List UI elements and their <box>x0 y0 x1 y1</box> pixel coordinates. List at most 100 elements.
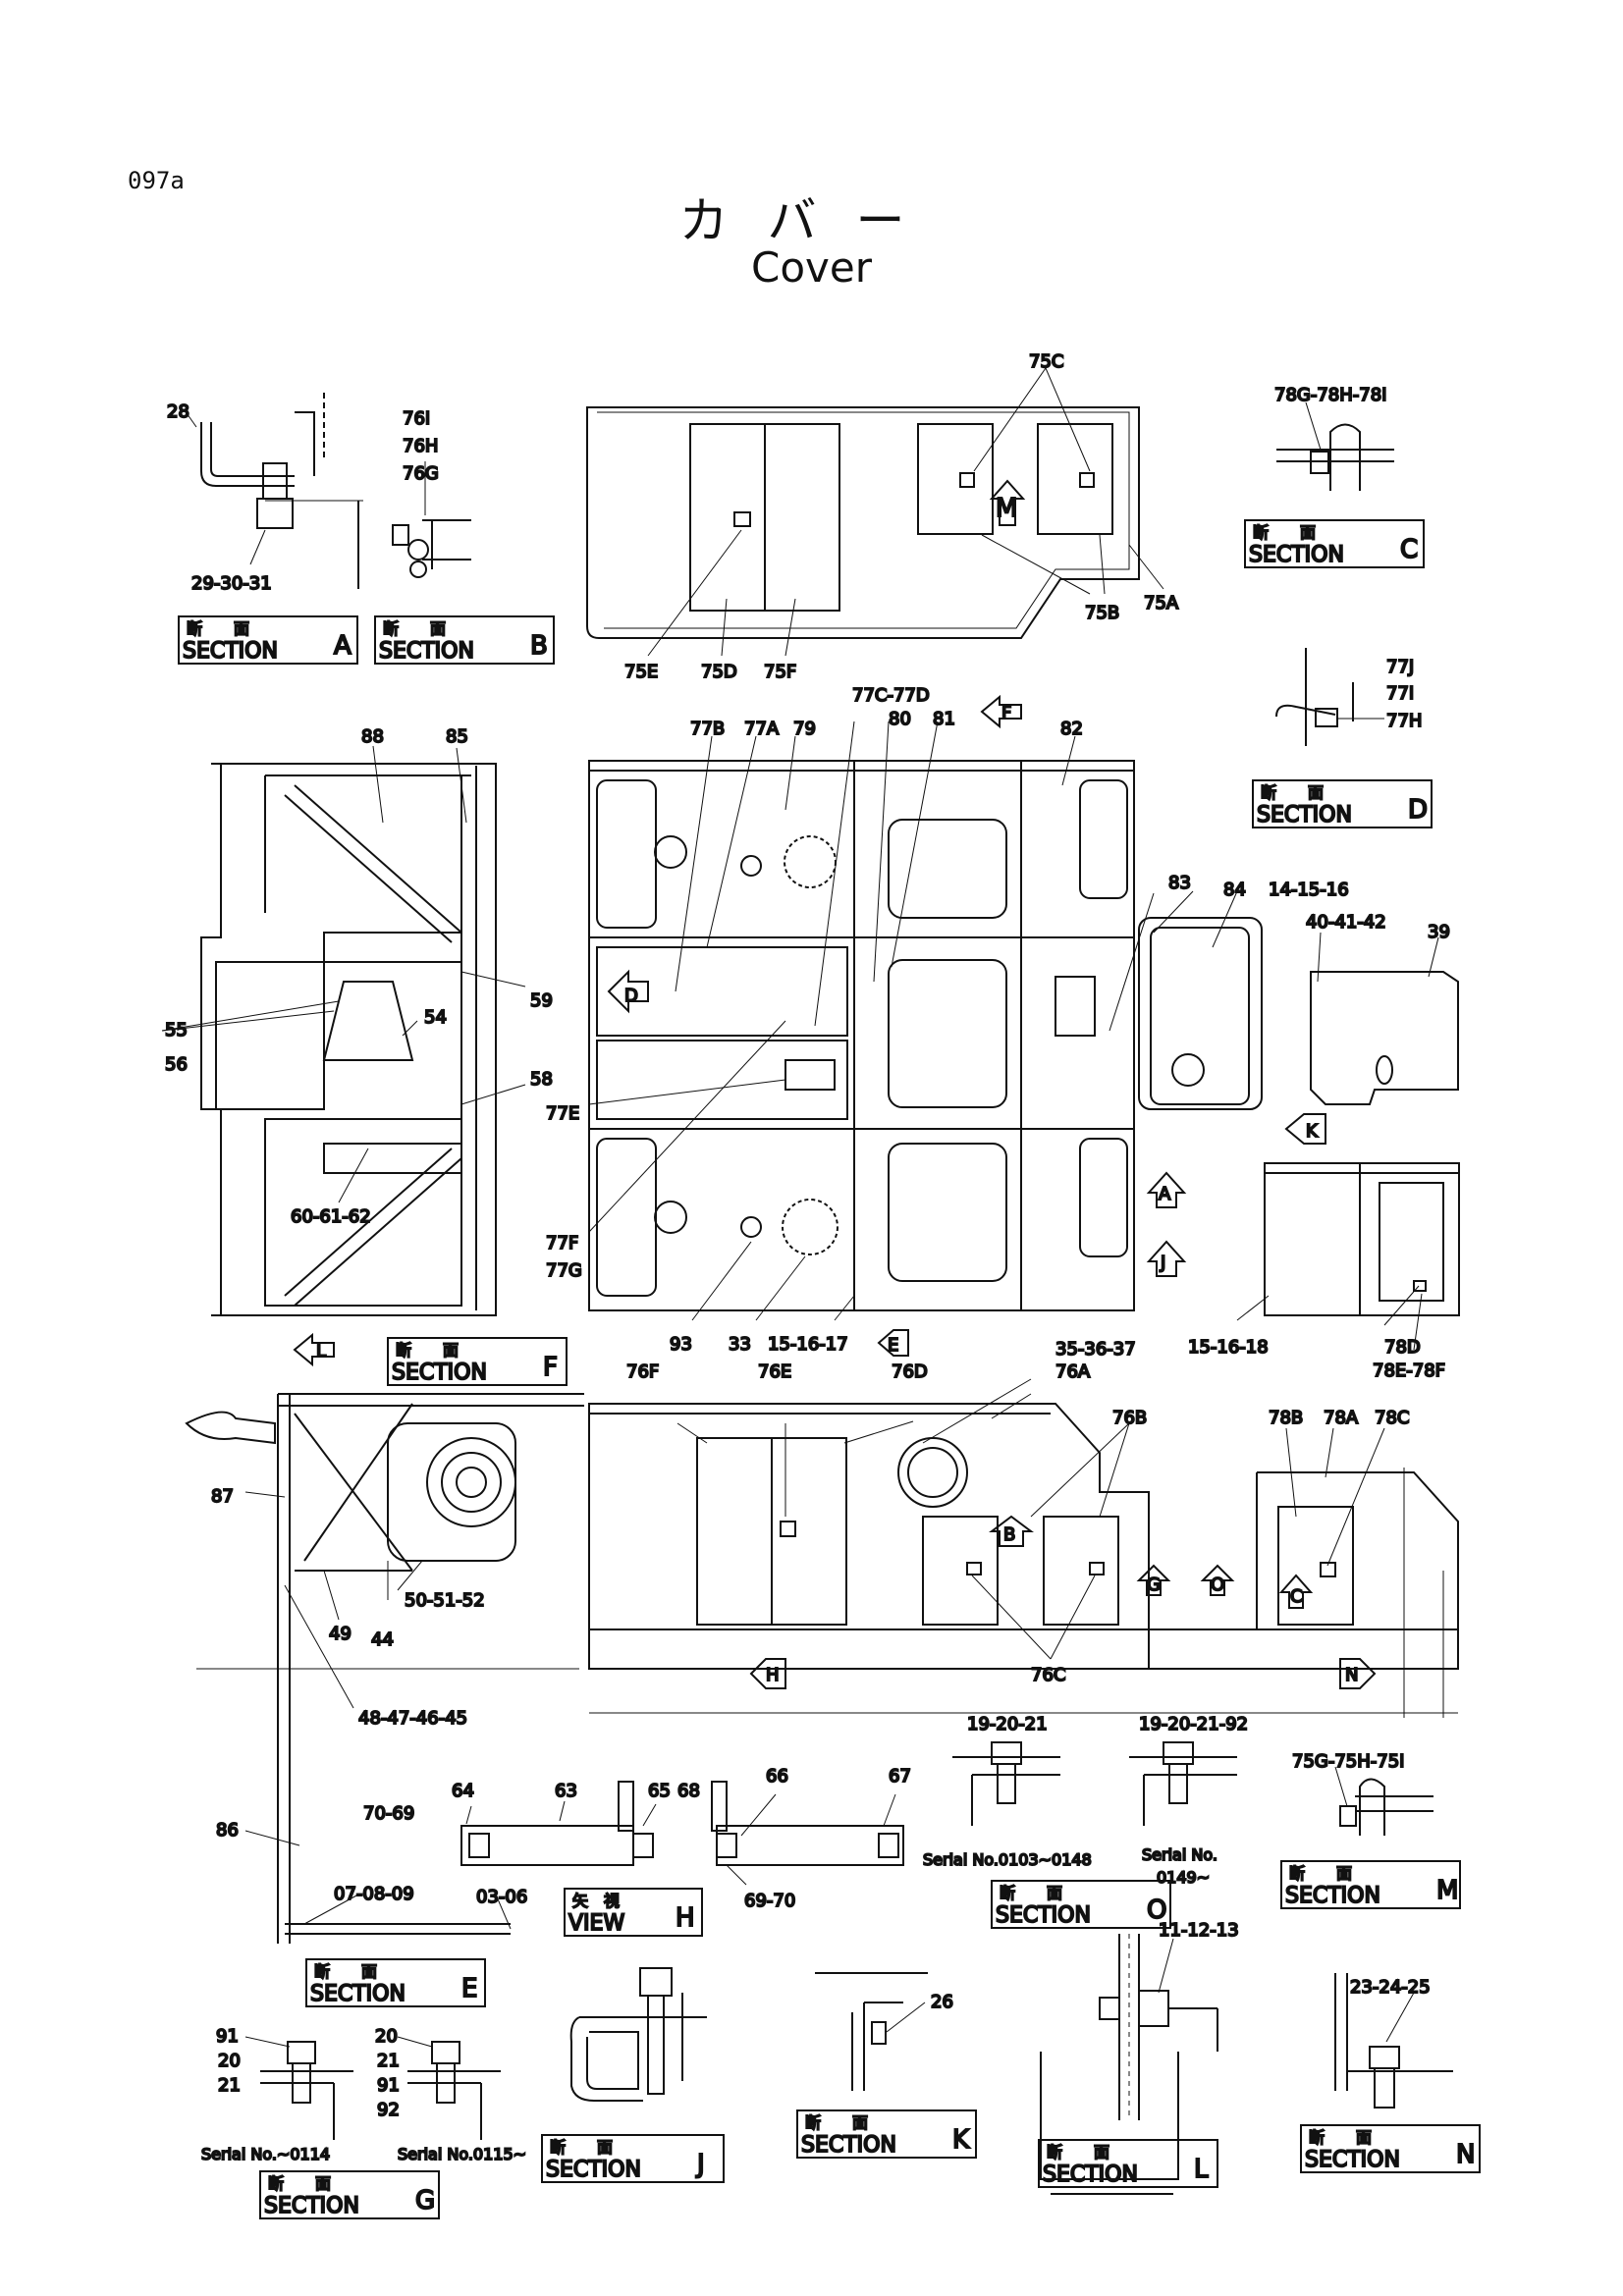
label-79: 79 <box>793 719 816 739</box>
label-54: 54 <box>424 1007 447 1028</box>
section-a-box <box>178 615 358 665</box>
label-75a: 75A <box>1144 593 1179 614</box>
section-f-frame <box>161 745 526 1316</box>
section-g-jp: 断 面 <box>268 2174 331 2193</box>
arrow-b-letter: B <box>1003 1524 1015 1545</box>
label-29-30-31: 29-30-31 <box>191 573 272 594</box>
label-87: 87 <box>211 1486 234 1507</box>
label-77c-77d: 77C-77D <box>852 685 930 706</box>
label-76f: 76F <box>626 1362 659 1382</box>
label-67: 67 <box>889 1766 911 1787</box>
arrow-j <box>1146 1240 1187 1277</box>
view-h-letter: H <box>676 1903 695 1933</box>
section-m-word: SECTION <box>1285 1884 1380 1908</box>
label-g2-91: 91 <box>377 2075 400 2096</box>
label-59: 59 <box>530 990 553 1011</box>
label-49: 49 <box>329 1624 352 1644</box>
arrow-a <box>1146 1171 1187 1208</box>
view-h-word: VIEW <box>568 1911 624 1936</box>
label-35-36-37: 35-36-37 <box>1055 1339 1136 1360</box>
label-39: 39 <box>1428 922 1450 942</box>
label-81: 81 <box>933 709 955 729</box>
section-f-box <box>387 1337 568 1386</box>
label-77j: 77J <box>1386 657 1414 677</box>
section-d-detail <box>1275 648 1384 746</box>
section-k-jp: 断 面 <box>805 2113 868 2132</box>
section-n-word: SECTION <box>1305 2148 1400 2172</box>
section-o-jp: 断 面 <box>1000 1884 1062 1902</box>
arrow-k-letter: K <box>1306 1121 1319 1142</box>
arrow-d-letter: D <box>624 986 638 1006</box>
section-j-letter: J <box>695 2150 705 2179</box>
section-f-word: SECTION <box>392 1361 487 1385</box>
main-cover-panels <box>588 694 1155 1321</box>
label-48-47-46-45: 48-47-46-45 <box>358 1708 467 1729</box>
label-77h: 77H <box>1386 711 1422 731</box>
label-55: 55 <box>165 1020 188 1041</box>
arrow-e <box>877 1329 909 1357</box>
label-77b: 77B <box>690 719 725 739</box>
label-33: 33 <box>729 1334 751 1355</box>
section-m-detail <box>1334 1766 1434 1836</box>
label-75d: 75D <box>701 662 737 682</box>
panel-39 <box>1310 932 1459 1105</box>
section-g-detail <box>244 2036 501 2140</box>
section-c-letter: C <box>1400 535 1418 564</box>
label-60-61-62: 60-61-62 <box>291 1206 371 1227</box>
label-76c: 76C <box>1031 1665 1065 1685</box>
section-c-word: SECTION <box>1249 543 1344 567</box>
label-64: 64 <box>452 1781 474 1801</box>
label-g2-20: 20 <box>375 2026 398 2047</box>
label-78g-78h-78i: 78G-78H-78I <box>1274 385 1387 405</box>
section-l-box <box>1038 2139 1218 2188</box>
section-d-box <box>1252 779 1433 828</box>
label-63: 63 <box>555 1781 577 1801</box>
section-f-jp: 断 面 <box>396 1341 459 1360</box>
label-76g: 76G <box>403 463 439 484</box>
label-g2-92: 92 <box>377 2100 400 2120</box>
label-g-20: 20 <box>218 2051 241 2071</box>
label-78c: 78C <box>1375 1408 1409 1428</box>
section-c-detail <box>1276 401 1394 491</box>
section-d-jp: 断 面 <box>1261 783 1324 802</box>
label-78a: 78A <box>1324 1408 1359 1428</box>
section-l-word: SECTION <box>1043 2163 1138 2187</box>
section-j-box <box>541 2134 725 2183</box>
label-78b: 78B <box>1269 1408 1303 1428</box>
label-77f: 77F <box>546 1233 578 1254</box>
section-b-word: SECTION <box>379 639 474 664</box>
section-k-detail <box>815 1972 928 2091</box>
section-e-box <box>305 1958 486 2007</box>
arrow-l <box>293 1332 335 1367</box>
view-h-box <box>564 1888 703 1937</box>
label-93: 93 <box>670 1334 692 1355</box>
section-a-letter: A <box>334 631 352 661</box>
label-15-16-18: 15-16-18 <box>1188 1337 1269 1358</box>
label-69-70: 69-70 <box>744 1891 795 1911</box>
section-m-letter: M <box>1436 1876 1458 1905</box>
section-j-detail <box>569 1967 707 2102</box>
section-o-letter: O <box>1147 1896 1166 1925</box>
label-75c: 75C <box>1029 351 1063 372</box>
section-j-jp: 断 面 <box>550 2138 613 2157</box>
label-11-12-13: 11-12-13 <box>1159 1920 1239 1941</box>
label-19-20-21-92: 19-20-21-92 <box>1139 1714 1248 1735</box>
label-66: 66 <box>766 1766 788 1787</box>
label-58: 58 <box>530 1069 553 1090</box>
section-n-letter: N <box>1456 2140 1475 2169</box>
label-g2-21: 21 <box>377 2051 400 2071</box>
section-e-jp: 断 面 <box>314 1962 377 1981</box>
label-07-08-09: 07-08-09 <box>334 1884 414 1904</box>
page-title-english: Cover <box>751 243 872 292</box>
section-o-detail <box>952 1741 1237 1826</box>
section-d-word: SECTION <box>1257 803 1352 828</box>
label-70-69: 70-69 <box>363 1803 414 1824</box>
view-h-jp: 矢 視 <box>572 1892 620 1910</box>
section-m-box <box>1280 1860 1461 1909</box>
section-n-box <box>1300 2124 1481 2173</box>
label-75g-75h-75i: 75G-75H-75I <box>1292 1751 1405 1772</box>
label-56: 56 <box>165 1054 188 1075</box>
section-b-box <box>374 615 555 665</box>
section-g-word: SECTION <box>264 2194 359 2218</box>
